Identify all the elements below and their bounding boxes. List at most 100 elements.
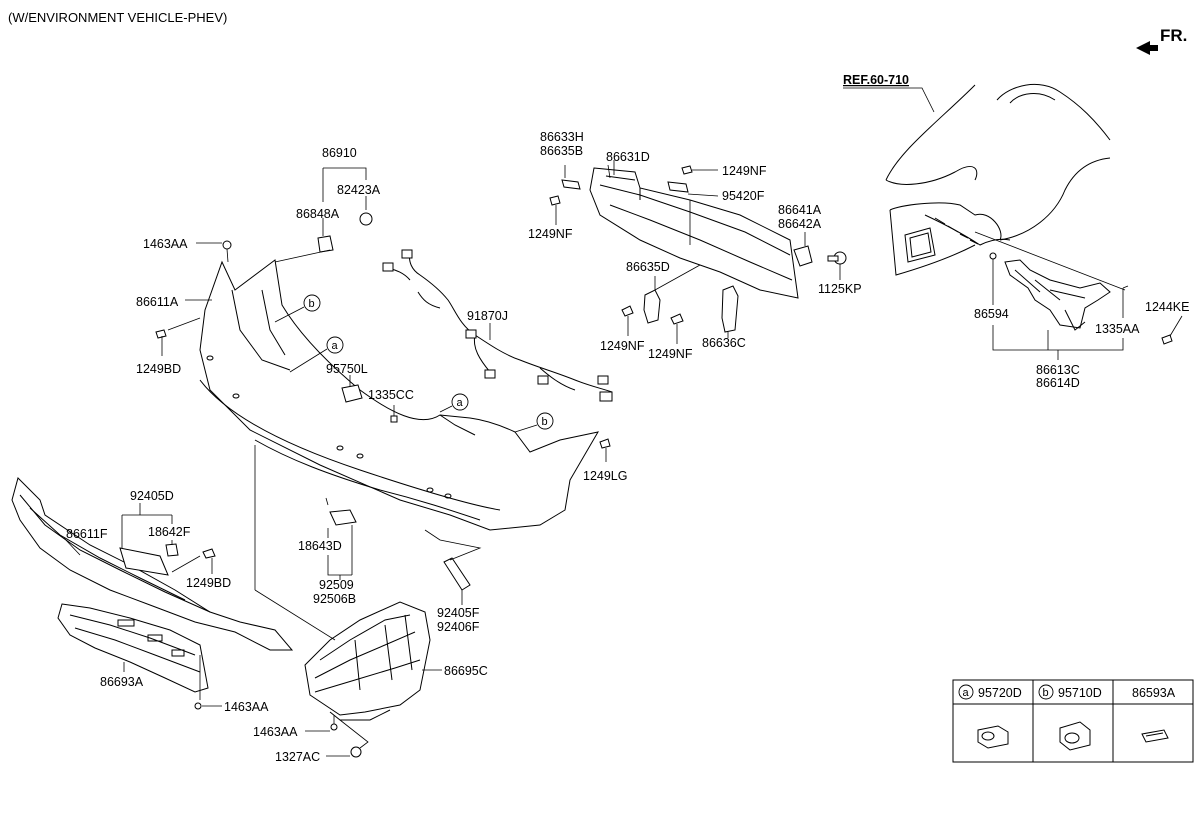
bolt-1125KP <box>827 251 847 280</box>
side-bracket <box>1004 259 1111 331</box>
label-86636C: 86636C <box>702 336 746 350</box>
callout-b-lower <box>536 412 554 430</box>
label-1249BD-low: 1249BD <box>186 576 231 590</box>
legend-part-86593A: 86593A <box>1132 686 1176 700</box>
clip-86641A <box>793 245 813 267</box>
label-92506B: 92506B <box>313 592 356 606</box>
screw-1249BD-left <box>155 317 201 356</box>
clip-1335CC <box>390 415 398 423</box>
callout-b-lower-text: b <box>542 416 548 428</box>
label-1249NF-mid1: 1249NF <box>600 339 645 353</box>
label-86848A: 86848A <box>296 207 340 221</box>
lower-lip-86611F <box>11 477 294 651</box>
label-92406F: 92406F <box>437 620 480 634</box>
label-1249NF-left: 1249NF <box>528 227 573 241</box>
legend-part-95710D: 95710D <box>1058 686 1102 700</box>
bolt-1463AA-low <box>194 702 202 710</box>
bracket-86635D <box>643 289 661 324</box>
bracket-92509 <box>329 509 357 526</box>
callout-b-upper <box>303 294 321 312</box>
clip-1327AC <box>350 746 362 758</box>
sensor-95750L <box>341 384 363 403</box>
reference-leader <box>843 87 935 113</box>
label-1463AA-low: 1463AA <box>224 700 269 714</box>
bolt-1249NF-left <box>549 195 561 225</box>
header-title: (W/ENVIRONMENT VEHICLE-PHEV) <box>8 10 227 25</box>
label-1244KE: 1244KE <box>1145 300 1189 314</box>
wiring-harness <box>382 249 613 402</box>
label-1335AA: 1335AA <box>1095 322 1140 336</box>
bolt-1249NF-top <box>681 165 718 175</box>
fastener-86594 <box>989 252 997 260</box>
label-92509: 92509 <box>319 578 354 592</box>
bracket-86848A <box>317 235 334 253</box>
label-86631D: 86631D <box>606 150 650 164</box>
screw-1249BD-low <box>171 548 216 574</box>
label-1249LG: 1249LG <box>583 469 627 483</box>
callout-a-lower-text: a <box>457 397 464 409</box>
label-86611F: 86611F <box>66 527 108 541</box>
reflector-92405F <box>443 557 471 591</box>
legend-table: a 95720D b 95710D 86593A <box>952 679 1194 763</box>
label-86633H: 86633H <box>540 130 584 144</box>
reference-label: REF.60-710 <box>843 73 909 87</box>
reflector-92405D <box>119 547 169 576</box>
bulb-18642F <box>165 543 179 557</box>
label-91870J: 91870J <box>467 309 508 323</box>
label-1249BD-left: 1249BD <box>136 362 181 376</box>
undercover-86693A <box>57 603 209 693</box>
bolt-1463AA-top <box>222 240 232 263</box>
bolt-1463AA-bottom <box>330 723 338 731</box>
label-92405D: 92405D <box>130 489 174 503</box>
callout-a-lower <box>451 393 469 411</box>
screw-1244KE <box>1161 315 1183 345</box>
rear-bumper-cover <box>199 259 599 531</box>
label-86635D: 86635D <box>626 260 670 274</box>
quarter-panel-ref <box>885 84 1111 276</box>
label-86642A: 86642A <box>778 217 822 231</box>
callout-a-upper <box>326 336 344 354</box>
label-95750L: 95750L <box>326 362 368 376</box>
label-1463AA-top: 1463AA <box>143 237 188 251</box>
label-86641A: 86641A <box>778 203 822 217</box>
sensor-95720D-icon <box>977 725 1009 749</box>
label-1249NF-top: 1249NF <box>722 164 767 178</box>
label-86695C: 86695C <box>444 664 488 678</box>
skid-plate-86695C <box>304 601 431 721</box>
label-1249NF-mid2: 1249NF <box>648 347 693 361</box>
label-1463AA-bottom: 1463AA <box>253 725 298 739</box>
label-82423A: 82423A <box>337 183 381 197</box>
clip-82423A <box>359 212 373 226</box>
callout-b-upper-text: b <box>309 298 315 310</box>
label-86693A: 86693A <box>100 675 144 689</box>
label-86614D: 86614D <box>1036 376 1080 390</box>
label-86635B: 86635B <box>540 144 583 158</box>
screw-1249LG <box>599 438 611 462</box>
label-92405F: 92405F <box>437 606 480 620</box>
legend-callout-b: b <box>1043 687 1049 699</box>
callout-a-upper-text: a <box>332 340 339 352</box>
clip-86633H <box>561 179 581 190</box>
bolt-1249NF-mid1 <box>621 305 634 336</box>
sensor-95710D-icon <box>1059 721 1091 751</box>
clip-86593A-icon <box>1141 729 1169 743</box>
label-18642F: 18642F <box>148 525 191 539</box>
label-1125KP: 1125KP <box>818 282 862 296</box>
label-86611A: 86611A <box>136 295 179 309</box>
label-18643D: 18643D <box>298 539 342 553</box>
label-86613C: 86613C <box>1036 363 1080 377</box>
front-direction-arrow <box>1136 41 1158 55</box>
label-86594: 86594 <box>974 307 1009 321</box>
clip-95420F <box>667 181 719 197</box>
legend-callout-a: a <box>963 687 970 699</box>
bolt-1249NF-mid2 <box>670 313 684 344</box>
front-direction-label: FR. <box>1160 26 1187 45</box>
energy-absorber <box>589 167 799 299</box>
bracket-86636C <box>721 285 739 333</box>
label-1327AC: 1327AC <box>275 750 320 764</box>
legend-part-95720D: 95720D <box>978 686 1022 700</box>
label-86910: 86910 <box>322 146 357 160</box>
label-95420F: 95420F <box>722 189 765 203</box>
